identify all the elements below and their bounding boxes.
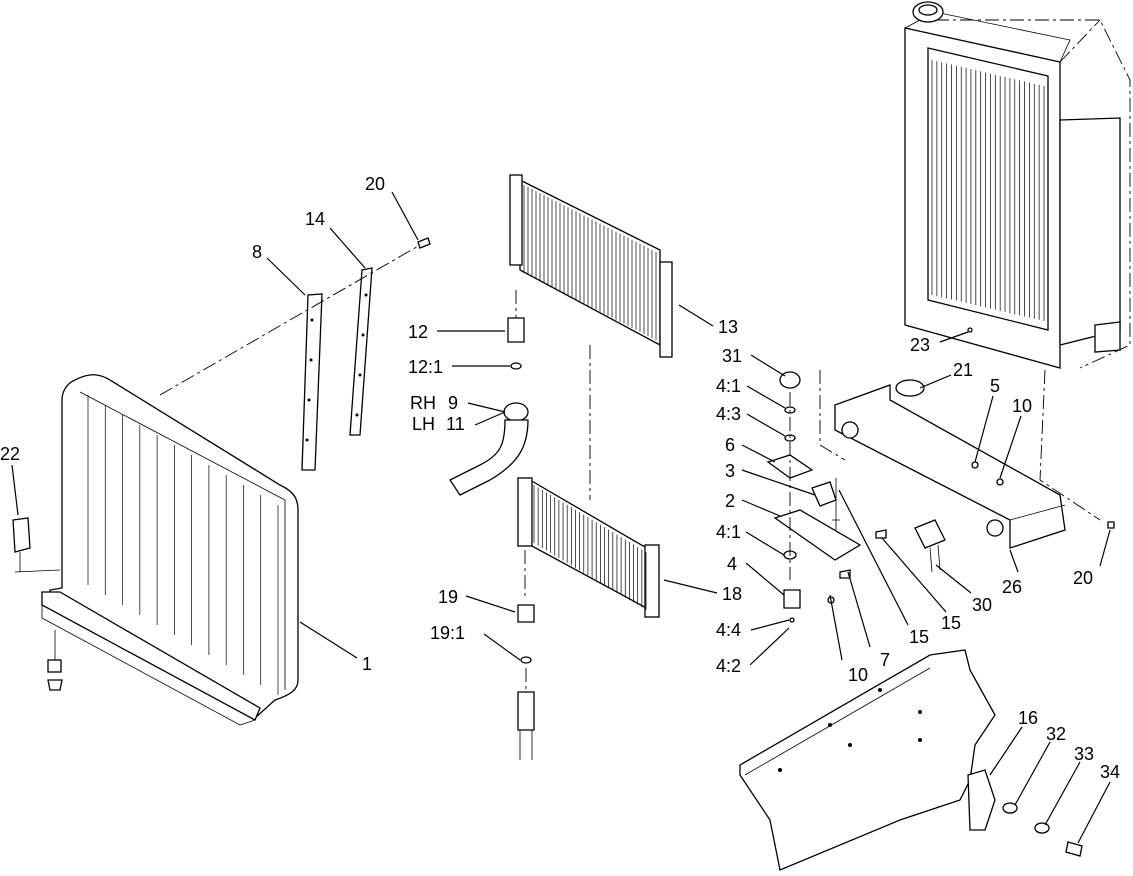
callout-4-4: 4:4 xyxy=(716,620,741,640)
callout-34: 34 xyxy=(1100,762,1120,782)
callout-12: 12 xyxy=(408,322,428,342)
oil-cooler-upper xyxy=(509,174,673,500)
callout-4-1-lower: 4:1 xyxy=(716,522,741,542)
callout-21: 21 xyxy=(953,360,973,380)
callout-16: 16 xyxy=(1018,708,1038,728)
callout-9: 9 xyxy=(448,393,458,413)
callout-8: 8 xyxy=(252,242,262,262)
callout-6: 6 xyxy=(725,435,735,455)
shroud-assembly xyxy=(12,374,299,726)
callout-10-lower: 10 xyxy=(848,665,868,685)
callout-23: 23 xyxy=(910,335,930,355)
callout-32: 32 xyxy=(1046,724,1066,744)
callout-33: 33 xyxy=(1074,744,1094,764)
callout-19: 19 xyxy=(438,587,458,607)
callout-20-right: 20 xyxy=(1073,568,1093,588)
callout-12-1: 12:1 xyxy=(408,357,443,377)
oil-cooler-lower xyxy=(517,477,660,618)
callout-4: 4 xyxy=(727,554,737,574)
callout-22: 22 xyxy=(0,444,20,464)
callout-14: 14 xyxy=(305,209,325,229)
fittings-upper xyxy=(449,317,529,496)
frame-section xyxy=(739,649,1083,871)
callout-4-3: 4:3 xyxy=(716,404,741,424)
callout-10-upper: 10 xyxy=(1012,396,1032,416)
callout-11: 11 xyxy=(446,414,465,434)
callout-labels: 20 14 8 22 1 12 12:1 RH 9 LH 11 13 18 19… xyxy=(0,174,1120,782)
callout-7: 7 xyxy=(880,650,890,670)
callout-26: 26 xyxy=(1002,577,1022,597)
callout-30: 30 xyxy=(972,595,992,615)
seal-strips xyxy=(159,237,431,471)
radiator-assembly xyxy=(904,1,1131,369)
leader-lines xyxy=(11,191,1111,844)
callout-15-left: 15 xyxy=(909,627,929,647)
callout-lh: LH xyxy=(412,414,435,434)
mount-bracket xyxy=(819,369,1101,549)
callout-13: 13 xyxy=(718,317,738,337)
callout-19-1: 19:1 xyxy=(430,623,465,643)
callout-rh: RH xyxy=(410,393,436,413)
callout-4-2: 4:2 xyxy=(716,656,741,676)
callout-15-right: 15 xyxy=(941,613,961,633)
callout-20: 20 xyxy=(365,174,385,194)
callout-4-1-upper: 4:1 xyxy=(716,376,741,396)
callout-5: 5 xyxy=(990,376,1000,396)
callout-1: 1 xyxy=(362,654,372,674)
callout-3: 3 xyxy=(725,461,735,481)
switch-hardware xyxy=(766,327,1115,623)
callout-18: 18 xyxy=(722,584,742,604)
callout-2: 2 xyxy=(725,491,735,511)
callout-31: 31 xyxy=(722,346,742,366)
fittings-lower xyxy=(517,550,535,760)
